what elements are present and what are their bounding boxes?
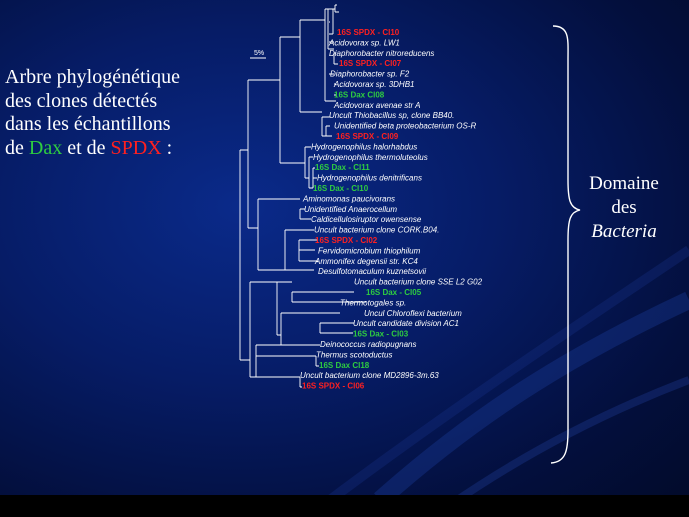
leaf-label: Uncult candidate division AC1 <box>353 319 459 328</box>
leaf-label: Uncult bacterium clone MD2896-3m.63 <box>300 371 439 380</box>
leaf-label: 16S Dax - Cl05 <box>366 288 422 297</box>
leaf-label: Desulfotomaculum kuznetsovii <box>318 267 426 276</box>
leaf-label: Unidentified Anaerocellum <box>304 205 397 214</box>
leaf-label: 16S Dax - Cl03 <box>353 330 409 339</box>
title-line-2: des clones détectés <box>5 89 158 112</box>
domain-bacteria: Bacteria <box>591 221 657 242</box>
leaf-label: Fervidomicrobium thiophilum <box>318 246 421 255</box>
leaf-label: Acidovorax avenae str A <box>333 101 420 110</box>
spdx-word: SPDX <box>110 136 162 159</box>
leaf-label: Ammonifex degensii str. KC4 <box>314 257 418 266</box>
title-prefix: de <box>5 136 29 159</box>
dax-word: Dax <box>28 136 63 159</box>
title-suffix: : <box>161 136 173 159</box>
tree-branches <box>239 4 366 388</box>
domain-line-2: des <box>611 197 637 218</box>
domain-label: Domaine des Bacteria <box>578 172 670 244</box>
leaf-label: 16S Dax Cl08 <box>334 90 385 99</box>
leaf-label: 16S SPDX - Cl02 <box>315 236 378 245</box>
leaf-label: Aminomonas paucivorans <box>302 194 395 203</box>
leaf-label: Acidovorax sp. 3DHB1 <box>333 80 414 89</box>
leaf-label: Thermus scotoductus <box>316 350 392 359</box>
leaf-label: Uncult Thiobacillus sp, clone BB40. <box>329 111 454 120</box>
leaf-label: Diaphorobacter sp. F2 <box>330 70 410 79</box>
bottom-bar <box>0 495 689 517</box>
leaf-label: 16S Dax - Cl11 <box>315 163 370 172</box>
leaf-label: Uncult bacterium clone SSE L2 G02 <box>354 278 483 287</box>
leaf-label: 16S SPDX - Cl09 <box>336 132 399 141</box>
title-line-3: dans les échantillons <box>5 113 171 135</box>
leaf-label: 16S Dax Cl18 <box>319 361 370 370</box>
leaf-label: Hydrogenophilus halorhabdus <box>311 142 417 151</box>
leaf-label: Caldicellulosiruptor owensense <box>311 215 422 224</box>
leaf-label: 16S SPDX - Cl06 <box>302 382 365 391</box>
title-mid: et de <box>62 136 111 159</box>
title-line-4: de Dax et de SPDX : <box>5 137 235 161</box>
leaf-label: Uncul Chloroflexi bacterium <box>364 309 462 318</box>
leaf-label: 16S SPDX - Cl10 <box>337 28 400 37</box>
leaf-label: Hydrogenophilus denitrificans <box>317 174 422 183</box>
scale-bar-label: 5% <box>254 50 264 57</box>
leaf-label: Unidentified beta proteobacterium OS-R <box>334 122 477 131</box>
domain-line-1: Domaine <box>589 173 659 194</box>
domain-line-3: Bacteria <box>578 220 670 244</box>
leaf-label: Thermotogales sp. <box>340 298 406 307</box>
leaf-label: 16S SPDX - Cl07 <box>339 59 402 68</box>
title-line-1: Arbre phylogénétique <box>5 66 180 88</box>
leaf-label: Acidovorax sp. LW1 <box>328 38 400 47</box>
domain-brace <box>550 25 581 464</box>
leaf-label: Uncult bacterium clone CORK.B04. <box>314 226 439 235</box>
leaf-label: 16S Dax - Cl10 <box>313 184 369 193</box>
leaf-label: Deinococcus radiopugnans <box>320 340 417 349</box>
leaf-label: Hydrogenophilus thermoluteolus <box>313 153 428 162</box>
leaf-label: Diaphorobacter nitroreducens <box>329 49 434 58</box>
slide-title: Arbre phylogénétique des clones détectés… <box>5 66 235 160</box>
